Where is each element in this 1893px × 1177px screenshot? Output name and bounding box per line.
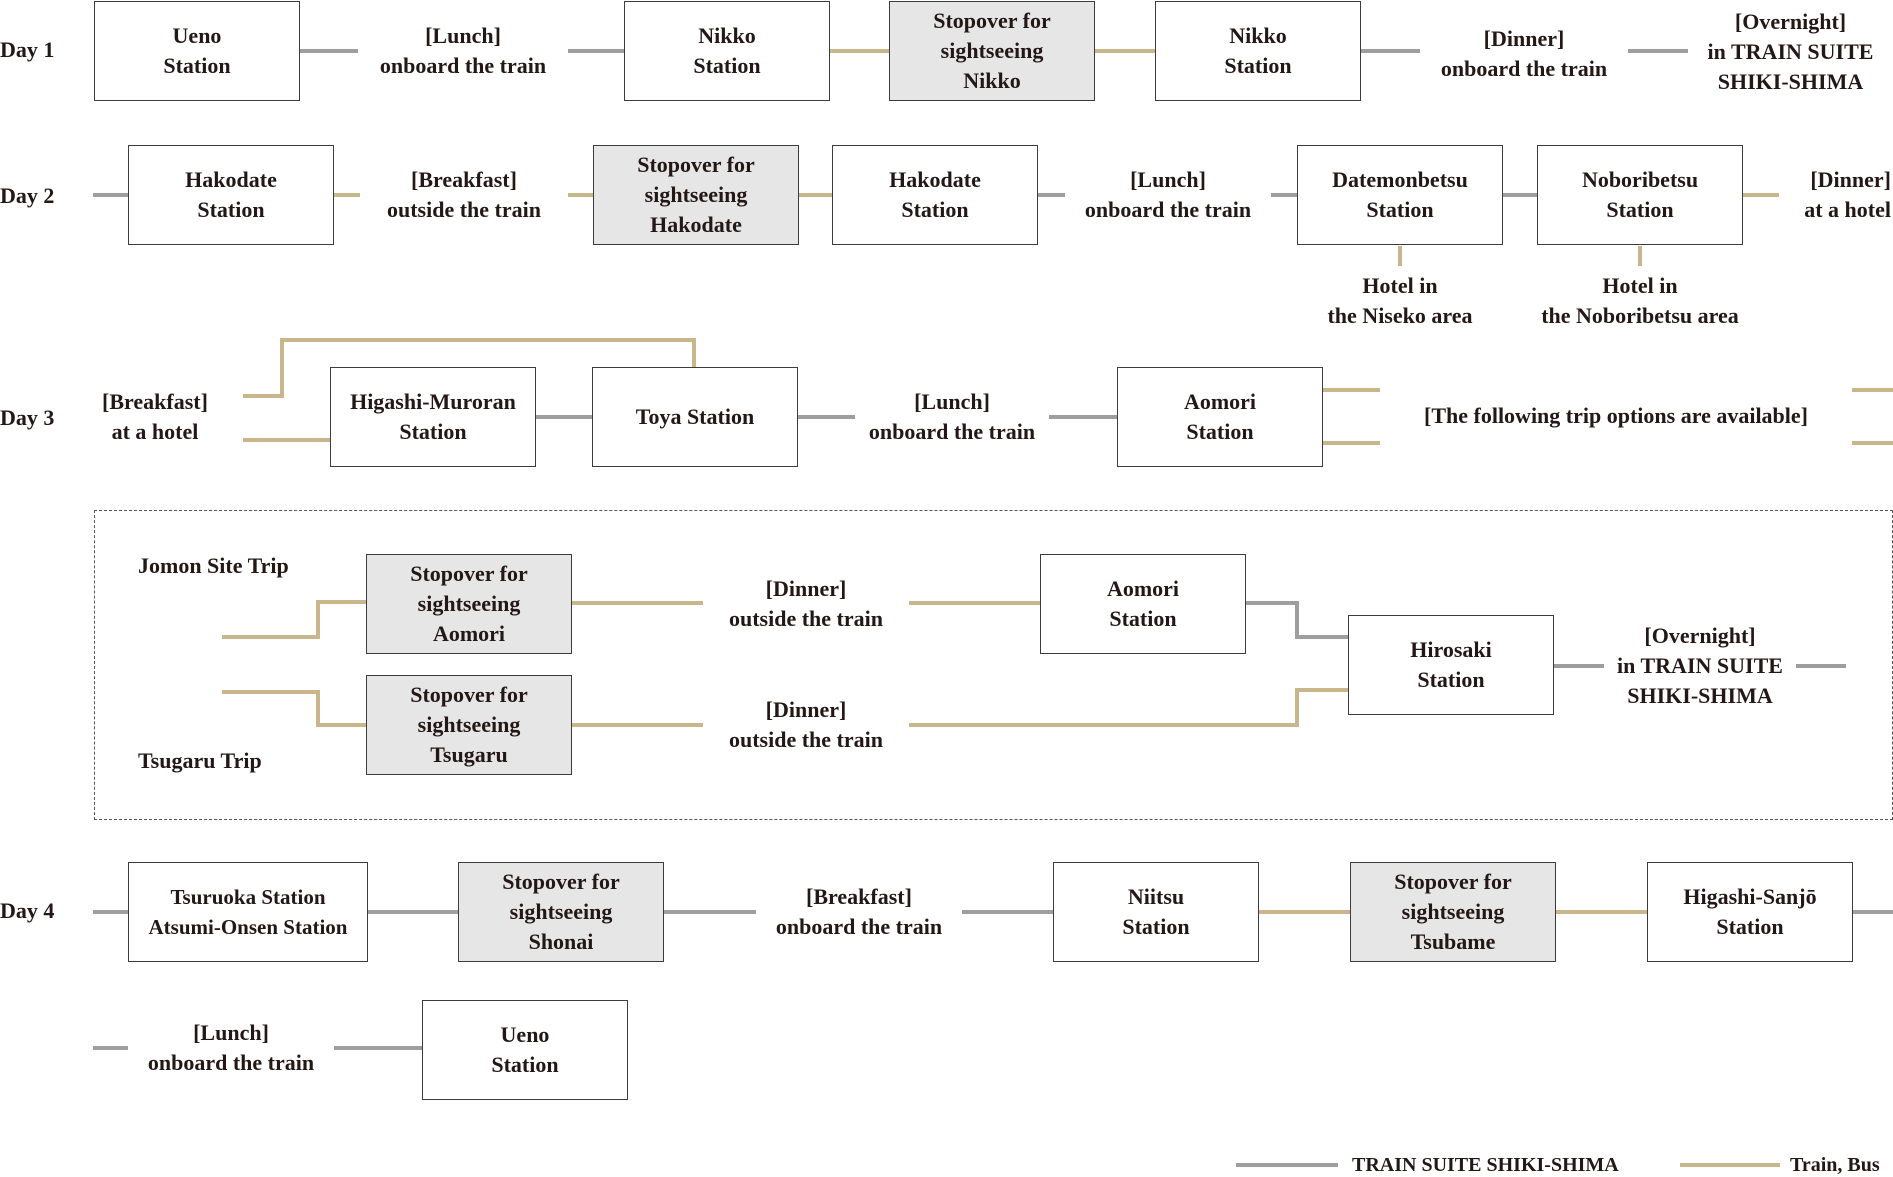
day4-ueno-station: Ueno Station: [422, 1000, 628, 1100]
day2-datemonbetsu-station: Datemonbetsu Station: [1297, 145, 1503, 245]
day4-niitsu-station: Niitsu Station: [1053, 862, 1259, 962]
tsugaru-trip-label: Tsugaru Trip: [138, 748, 262, 773]
day2-stopover-hakodate: Stopover for sightseeing Hakodate: [593, 145, 799, 245]
day3-toya-station: Toya Station: [592, 367, 798, 467]
options-hirosaki-station: Hirosaki Station: [1348, 615, 1554, 715]
day-3-label: Day 3: [0, 405, 55, 430]
day2-breakfast: [Breakfast] outside the train: [387, 167, 541, 222]
day4-tsuruoka-atsumi-onsen-station: Tsuruoka Station Atsumi-Onsen Station: [128, 862, 368, 962]
day3-options-note: [The following trip options are availabl…: [1424, 403, 1808, 428]
options-aomori-station: Aomori Station: [1040, 554, 1246, 654]
jomon-site-trip-label: Jomon Site Trip: [138, 553, 289, 578]
day1-dinner: [Dinner] onboard the train: [1440, 26, 1608, 81]
day4-breakfast: [Breakfast] onboard the train: [775, 884, 943, 939]
day2-noboribetsu-station: Noboribetsu Station: [1537, 145, 1743, 245]
day4-lunch: [Lunch] onboard the train: [147, 1020, 315, 1075]
options-overnight: [Overnight] in TRAIN SUITE SHIKI-SHIMA: [1617, 622, 1783, 708]
day-4-label: Day 4: [0, 898, 55, 923]
options-dinner-tsugaru: [Dinner] outside the train: [729, 697, 883, 752]
day2-hakodate-station-arrival: Hakodate Station: [128, 145, 334, 245]
day1-lunch: [Lunch] onboard the train: [379, 23, 547, 78]
day3-higashi-muroran-station: Higashi-Muroran Station: [330, 367, 536, 467]
day-2-label: Day 2: [0, 183, 55, 208]
day4-higashi-sanjo-station: Higashi-Sanjō Station: [1647, 862, 1853, 962]
day2-hotel-niseko: Hotel in the Niseko area: [1327, 273, 1473, 328]
day1-overnight: [Overnight] in TRAIN SUITE SHIKI-SHIMA: [1707, 8, 1874, 94]
day1-ueno-station: Ueno Station: [94, 1, 300, 101]
day2-dinner: [Dinner] at a hotel: [1804, 167, 1891, 222]
day3-lunch: [Lunch] onboard the train: [868, 389, 1036, 444]
day4-stopover-tsubame: Stopover for sightseeing Tsubame: [1350, 862, 1556, 962]
options-dinner-jomon: [Dinner] outside the train: [729, 576, 883, 631]
day1-stopover-nikko: Stopover for sightseeing Nikko: [889, 1, 1095, 101]
legend-shiki-shima-label: TRAIN SUITE SHIKI-SHIMA: [1352, 1154, 1619, 1176]
day-1-label: Day 1: [0, 37, 55, 62]
day2-hakodate-station-departure: Hakodate Station: [832, 145, 1038, 245]
day3-breakfast: [Breakfast] at a hotel: [102, 389, 208, 444]
day4-stopover-shonai: Stopover for sightseeing Shonai: [458, 862, 664, 962]
day2-hotel-noboribetsu: Hotel in the Noboribetsu area: [1541, 273, 1739, 328]
day1-nikko-station-departure: Nikko Station: [1155, 1, 1361, 101]
options-stopover-aomori: Stopover for sightseeing Aomori: [366, 554, 572, 654]
options-stopover-tsugaru: Stopover for sightseeing Tsugaru: [366, 675, 572, 775]
day1-nikko-station-arrival: Nikko Station: [624, 1, 830, 101]
day2-lunch: [Lunch] onboard the train: [1084, 167, 1252, 222]
legend-train-bus-label: Train, Bus: [1790, 1154, 1880, 1176]
day3-aomori-station: Aomori Station: [1117, 367, 1323, 467]
